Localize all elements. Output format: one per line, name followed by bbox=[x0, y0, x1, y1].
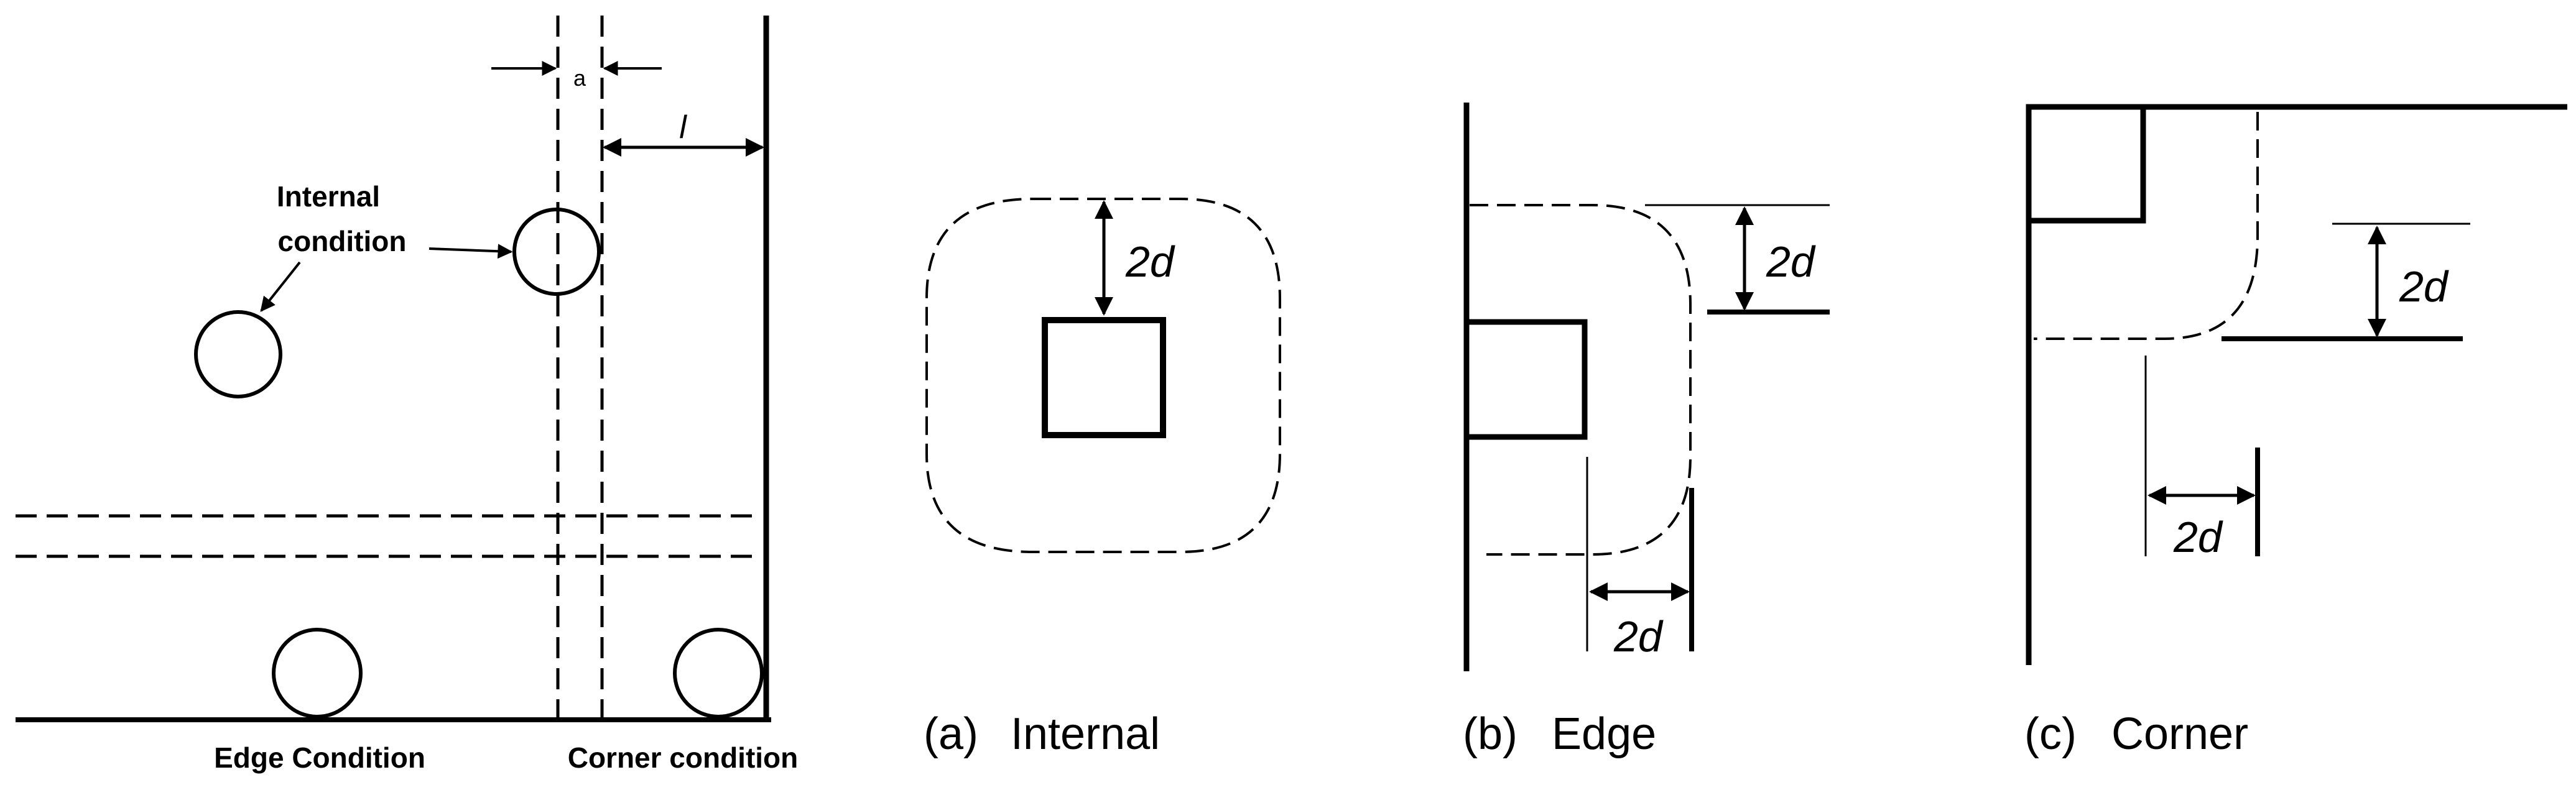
critical-perimeter-internal bbox=[925, 198, 1281, 553]
corner-condition-label: Corner condition bbox=[568, 742, 799, 774]
panel-a-internal: 2d (a) Internal bbox=[924, 198, 1281, 759]
column-square-corner bbox=[2026, 104, 2146, 224]
edge-condition-label: Edge Condition bbox=[214, 742, 425, 774]
internal-label-line2: condition bbox=[278, 225, 407, 257]
column-corner bbox=[673, 628, 764, 719]
panel-c-corner: 2d 2d (c) Corner bbox=[2024, 104, 2567, 759]
caption-b-tag: (b) bbox=[1463, 709, 1517, 759]
column-square-internal bbox=[1042, 317, 1166, 438]
panel-b-edge: 2d 2d (b) Edge bbox=[1463, 103, 1830, 759]
dimension-2d-edge-horizontal: 2d bbox=[1613, 612, 1664, 661]
column-interior-free bbox=[194, 310, 282, 398]
dimension-2d-corner-vertical: 2d bbox=[2399, 262, 2449, 311]
dimension-l-label: l bbox=[679, 109, 687, 145]
column-square-edge bbox=[1463, 319, 1588, 440]
dimension-2d-internal: 2d bbox=[1125, 237, 1175, 286]
caption-a-tag: (a) bbox=[924, 709, 978, 759]
critical-perimeter-edge bbox=[1470, 204, 1692, 556]
critical-perimeter-corner bbox=[2034, 112, 2259, 340]
edge-leader-arrow bbox=[260, 261, 301, 312]
internal-leader-arrow bbox=[429, 244, 513, 259]
dimension-2d-edge-vertical: 2d bbox=[1766, 237, 1816, 286]
caption-c-label: Corner bbox=[2111, 709, 2248, 759]
internal-label-line1: Internal bbox=[277, 180, 380, 213]
slab-plan-figure: a l Internal condition Edge Condition Co… bbox=[16, 16, 798, 774]
caption-b-label: Edge bbox=[1552, 709, 1656, 759]
column-edge bbox=[272, 628, 363, 719]
dimension-2d-corner-horizontal: 2d bbox=[2173, 513, 2223, 561]
caption-a-label: Internal bbox=[1011, 709, 1160, 759]
caption-c-tag: (c) bbox=[2024, 709, 2077, 759]
dimension-a-label: a bbox=[573, 65, 586, 91]
column-internal bbox=[512, 208, 601, 296]
